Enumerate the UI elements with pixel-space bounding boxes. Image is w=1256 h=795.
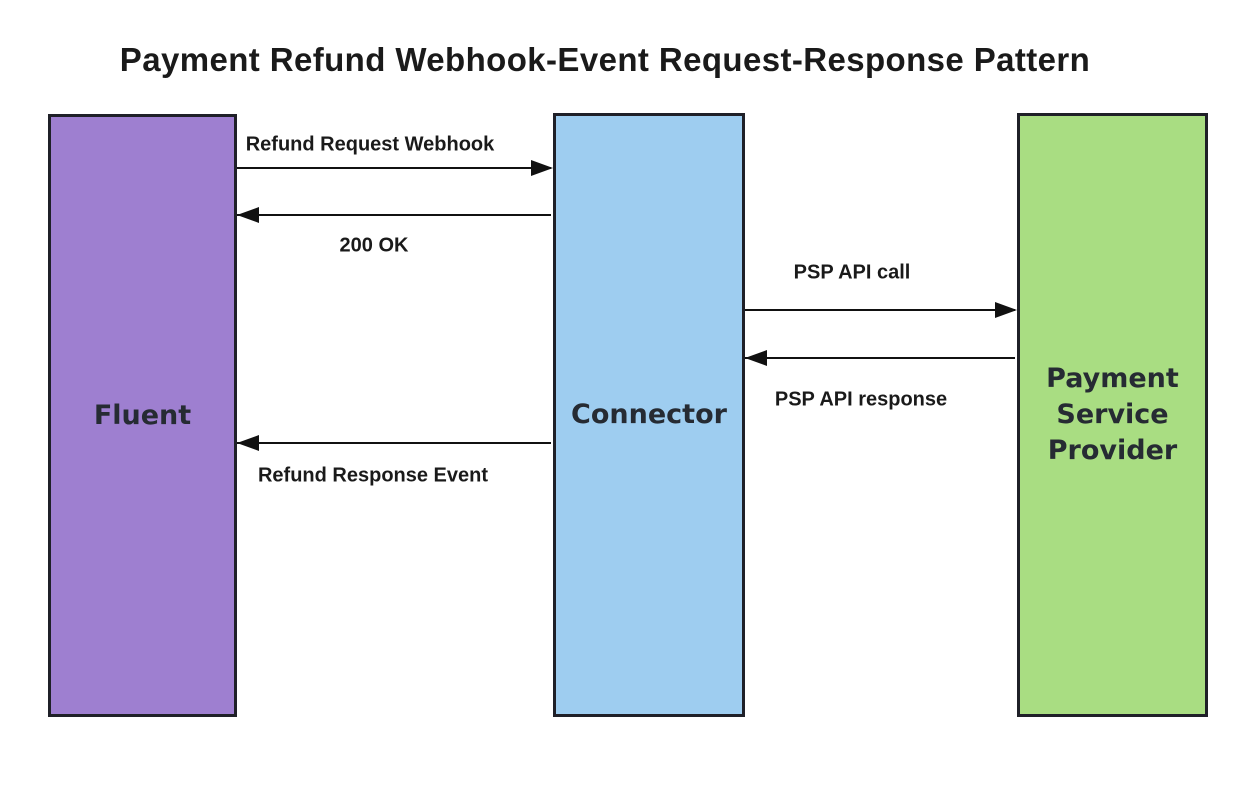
arrow-line [237, 442, 551, 444]
arrow-line [745, 357, 1015, 359]
arrowhead-left-icon [237, 435, 259, 451]
diagram-title: Payment Refund Webhook-Event Request-Res… [119, 41, 1091, 78]
message-arrow-psp-api-response: PSP API response [745, 350, 1017, 411]
actor-box-fluent: Fluent [48, 114, 237, 717]
message-label: Refund Response Event [257, 464, 489, 487]
message-label: 200 OK [339, 234, 409, 257]
message-label: PSP API call [793, 261, 911, 284]
message-label: Refund Request Webhook [245, 133, 495, 156]
message-arrow-refund-request-webhook: Refund Request Webhook [237, 134, 553, 176]
actor-label-payment-service-provider: Payment Service Provider [1046, 363, 1179, 466]
arrow-line [237, 214, 551, 216]
actor-box-connector: Connector [553, 113, 745, 717]
actor-label-fluent: Fluent [93, 399, 192, 431]
arrowhead-right-icon [531, 160, 553, 176]
arrowhead-right-icon [995, 302, 1017, 318]
message-arrow-refund-response-event: Refund Response Event [237, 435, 553, 487]
actor-label-connector: Connector [571, 399, 727, 430]
arrow-line [745, 309, 1015, 311]
arrowhead-left-icon [745, 350, 767, 366]
message-label: PSP API response [774, 388, 948, 411]
actor-box-payment-service-provider: Payment Service Provider [1017, 113, 1208, 717]
arrow-line [237, 167, 551, 169]
message-arrow-200-ok: 200 OK [237, 207, 553, 257]
arrowhead-left-icon [237, 207, 259, 223]
message-arrow-psp-api-call: PSP API call [745, 262, 1017, 318]
